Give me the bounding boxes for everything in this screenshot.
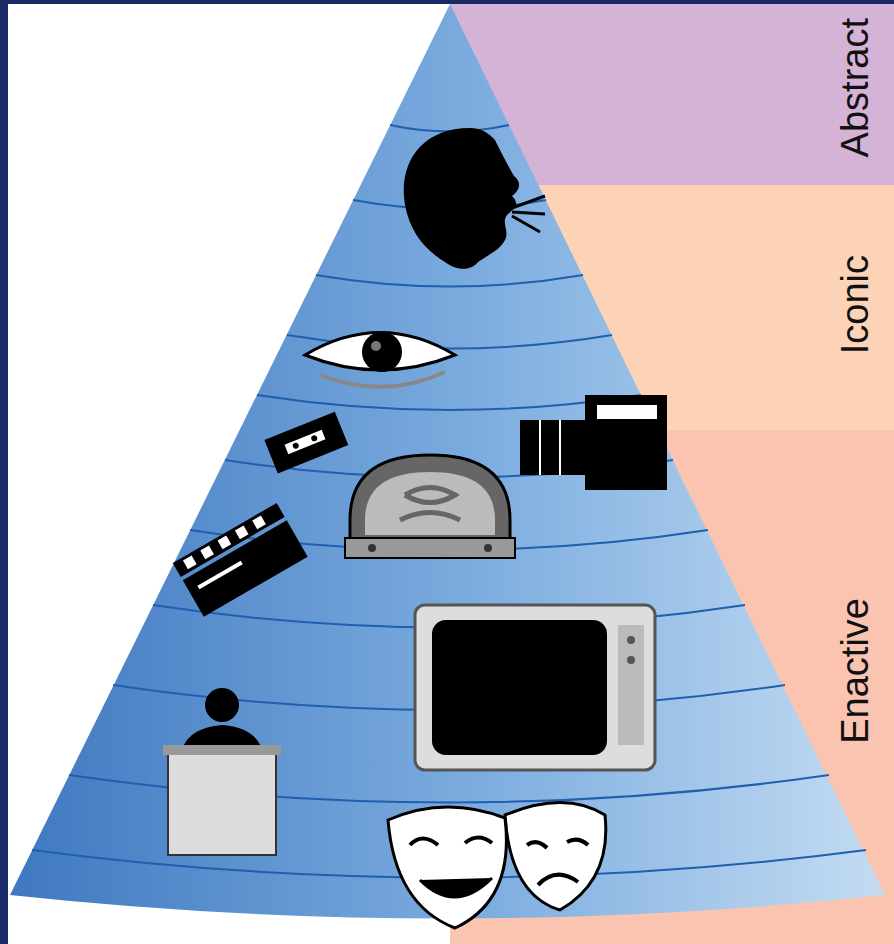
stage-band: Iconic (450, 185, 894, 430)
television-icon (415, 605, 655, 770)
theatre-masks-icon (388, 803, 606, 929)
stage-label: Iconic (836, 255, 874, 354)
white-panel (8, 4, 894, 944)
stage-label: Enactive (836, 598, 874, 744)
clapboard-icon (173, 503, 308, 617)
speaking-head-icon (404, 128, 545, 269)
eye-icon (305, 332, 455, 387)
stage-label: Abstract (836, 18, 874, 157)
camera-icon (520, 395, 667, 490)
cone (10, 4, 885, 919)
cone-rings (32, 125, 866, 878)
stage-band: Abstract (450, 4, 894, 185)
cassette-icon (264, 412, 348, 474)
stage-band: Enactive (450, 430, 894, 944)
podium-speaker-icon (163, 688, 281, 855)
radio-icon (345, 455, 515, 558)
